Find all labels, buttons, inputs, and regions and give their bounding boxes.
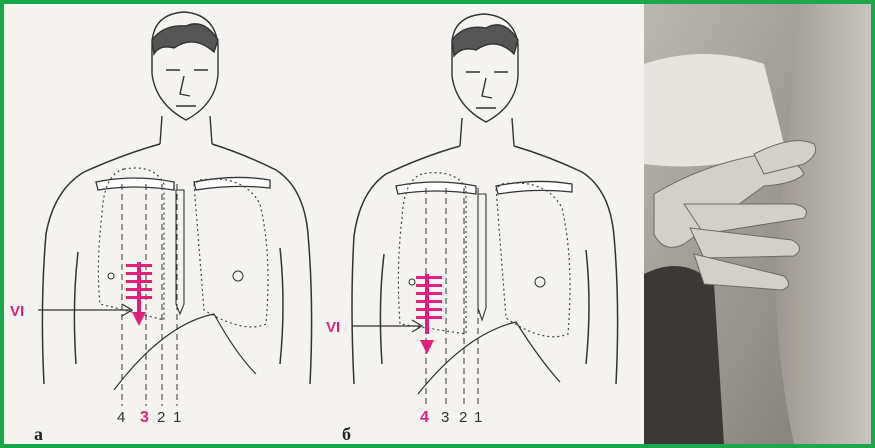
clavicles-b (396, 181, 572, 194)
line-number-4-b: 4 (420, 409, 429, 426)
line-number-1-a: 1 (173, 409, 181, 426)
photo-hands-on-chest: в (644, 4, 871, 444)
line-number-4-a: 4 (117, 409, 125, 426)
head-b (452, 14, 518, 146)
torso-illustration-b: VI 4 3 2 1 б (326, 4, 644, 444)
rib-pointer-a (38, 304, 132, 316)
nipple-a (233, 271, 243, 281)
percussion-marks-a (126, 262, 152, 326)
torso-outline-b (352, 146, 618, 384)
dark-sleeve (644, 266, 724, 444)
line-number-1-b: 1 (474, 409, 482, 426)
line-number-3-b: 3 (441, 409, 449, 426)
lungs-a (98, 168, 268, 327)
topographic-lines-b (426, 188, 478, 406)
nipple-b (535, 277, 545, 287)
line-number-2-a: 2 (157, 409, 165, 426)
rib-pointer-b (352, 320, 422, 332)
nipple-left-a (108, 273, 114, 279)
panel-letter-b: б (342, 424, 351, 444)
torso-illustration-a: VI 4 3 2 1 а (4, 4, 326, 444)
head-a (152, 12, 218, 144)
panel-letter-a: а (34, 424, 43, 444)
torso-diagram-a: VI 4 3 2 1 а (4, 4, 326, 444)
rib-label-a: VI (10, 303, 24, 320)
costal-arch-a (114, 314, 256, 390)
percussion-marks-b (416, 274, 442, 354)
line-number-2-b: 2 (459, 409, 467, 426)
sternum-b (478, 194, 486, 320)
nipple-left-b (409, 279, 415, 285)
costal-arch-b (418, 322, 560, 394)
torso-diagram-b: VI 4 3 2 1 б (326, 4, 644, 444)
topographic-lines-a (122, 184, 177, 406)
line-number-3-a: 3 (140, 409, 149, 426)
percussion-photo: в (644, 4, 871, 444)
rib-label-b: VI (326, 319, 340, 336)
